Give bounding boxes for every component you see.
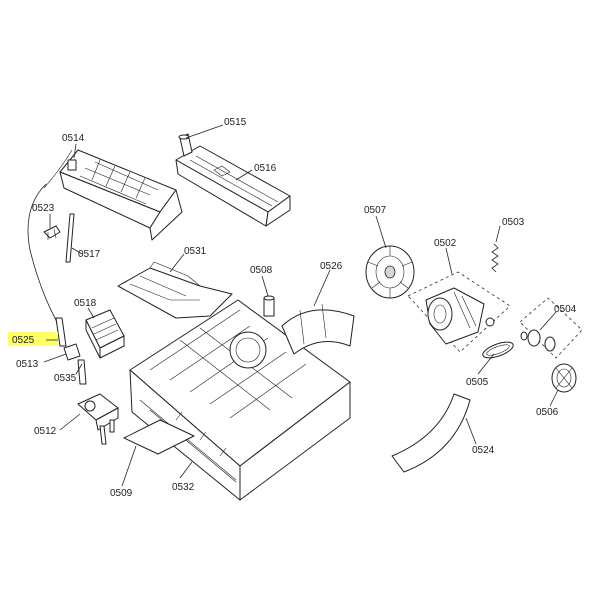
part-0502-motor[interactable] (407, 271, 511, 353)
part-0517-hose[interactable] (65, 213, 75, 263)
label-0515: 0515 (224, 117, 247, 128)
part-0518-filter-box[interactable] (85, 309, 125, 359)
label-0507: 0507 (364, 205, 387, 216)
part-0531-duct[interactable] (117, 261, 233, 319)
label-0524: 0524 (472, 445, 495, 456)
part-0524-curved-strip[interactable] (391, 393, 471, 473)
label-0532: 0532 (172, 482, 195, 493)
label-0505: 0505 (466, 377, 489, 388)
drain-hose-line (27, 183, 63, 346)
part-0514-water-container[interactable] (43, 149, 183, 241)
label-0509: 0509 (110, 488, 133, 499)
leader-lines (43, 124, 559, 487)
part-0516-tray[interactable] (175, 145, 291, 227)
part-0508-sensor[interactable] (263, 295, 275, 317)
part-0509-cover-plate[interactable] (123, 419, 195, 455)
label-0513: 0513 (16, 359, 39, 370)
part-0526-seal[interactable] (281, 303, 355, 355)
part-labels: 0514 0515 0516 0523 0517 0531 0508 0526 … (12, 117, 577, 499)
label-0514: 0514 (62, 133, 85, 144)
label-0523: 0523 (32, 203, 55, 214)
label-0517: 0517 (78, 249, 101, 260)
highlight-0525 (8, 332, 58, 346)
label-0508: 0508 (250, 265, 273, 276)
label-0526: 0526 (320, 261, 343, 272)
label-0506: 0506 (536, 407, 559, 418)
label-0518: 0518 (74, 298, 97, 309)
part-0513-connector[interactable] (63, 343, 87, 385)
label-0531: 0531 (184, 246, 207, 257)
label-0503: 0503 (502, 217, 525, 228)
part-0525-hose-section[interactable] (55, 317, 67, 347)
part-0523-clip[interactable] (43, 225, 61, 240)
label-0502: 0502 (434, 238, 457, 249)
label-0516: 0516 (254, 163, 277, 174)
label-0535: 0535 (54, 373, 77, 384)
part-0512-pump[interactable] (77, 393, 119, 445)
part-0503-spring[interactable] (491, 243, 499, 273)
part-0515-cap[interactable] (178, 133, 193, 157)
label-0525: 0525 (12, 335, 35, 346)
part-0507-fan-wheel[interactable] (365, 245, 415, 299)
part-0506-roller[interactable] (551, 363, 577, 393)
label-0504: 0504 (554, 304, 577, 315)
label-0512: 0512 (34, 426, 57, 437)
part-0504-pulley-set[interactable] (519, 297, 583, 359)
part-0505-belt[interactable] (481, 339, 515, 361)
